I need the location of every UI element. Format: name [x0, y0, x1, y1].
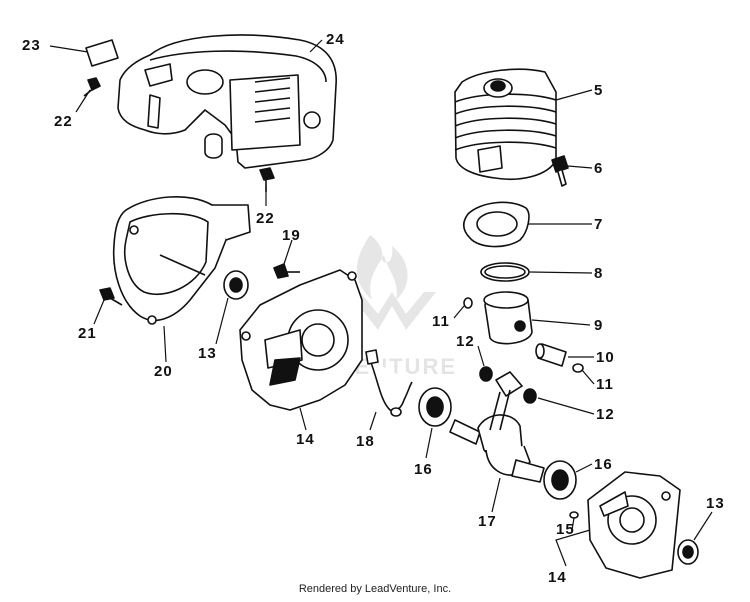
- callout-24: 24: [326, 31, 345, 48]
- crankcase-screw-part: [273, 263, 300, 279]
- callout-6: 6: [594, 160, 603, 177]
- callout-11-right: 11: [596, 376, 614, 393]
- cylinder-bolt-part: [551, 155, 569, 187]
- housing-screw-part: [99, 287, 123, 306]
- ground-wire-part: [365, 349, 413, 417]
- fan-housing-part: [112, 196, 251, 325]
- callout-20: 20: [154, 363, 173, 380]
- dowel-pin-part: [569, 511, 579, 519]
- callout-14-left: 14: [296, 431, 315, 448]
- cover-screw-top-part: [83, 77, 101, 97]
- engine-cover-part: [117, 34, 337, 169]
- callout-9: 9: [594, 317, 603, 334]
- callout-15: 15: [556, 521, 575, 538]
- callout-5: 5: [594, 82, 603, 99]
- callout-21: 21: [78, 325, 97, 342]
- callout-16-right: 16: [594, 456, 613, 473]
- callout-labels: 23 24 22 22 5 6 7 8 19 21 20 13 11 9 12 …: [22, 31, 725, 586]
- cover-screw-bottom-part: [259, 167, 275, 192]
- cylinder-gasket-part: [462, 201, 530, 248]
- piston-clip-right-part: [572, 363, 584, 373]
- footer-credit: Rendered by LeadVenture, Inc.: [298, 583, 452, 595]
- cover-plate-part: [85, 39, 119, 67]
- callout-12-left: 12: [456, 333, 475, 350]
- crankcase-right-part: [587, 471, 681, 579]
- oil-seal-right-part: [677, 539, 699, 565]
- callout-7: 7: [594, 216, 603, 233]
- callout-13-left: 13: [198, 345, 217, 362]
- callout-18: 18: [356, 433, 375, 450]
- piston-clip-left-part: [463, 297, 473, 309]
- callout-14-right: 14: [548, 569, 567, 586]
- oil-seal-left-part: [223, 270, 249, 300]
- callout-19: 19: [282, 227, 301, 244]
- callout-11-left: 11: [432, 313, 450, 330]
- piston-pin-part: [535, 343, 567, 367]
- callout-8: 8: [594, 265, 603, 282]
- cylinder-part: [454, 68, 557, 180]
- crankcase-left-part: [239, 269, 363, 411]
- callout-22-top: 22: [54, 113, 73, 130]
- callout-17: 17: [478, 513, 497, 530]
- callout-16-left: 16: [414, 461, 433, 478]
- main-bearing-right-part: [543, 460, 577, 500]
- needle-bearing-left-part: [479, 366, 493, 382]
- leader-lines: [49, 39, 713, 567]
- callout-12-right: 12: [596, 406, 615, 423]
- callout-13-right: 13: [706, 495, 725, 512]
- piston-part: [483, 291, 533, 345]
- callout-23: 23: [22, 37, 41, 54]
- needle-bearing-right-part: [523, 388, 537, 404]
- crankshaft-part: [449, 371, 545, 483]
- piston-ring-part: [480, 262, 530, 282]
- callout-10: 10: [596, 349, 615, 366]
- callout-22-bottom: 22: [256, 210, 275, 227]
- main-bearing-left-part: [418, 387, 452, 427]
